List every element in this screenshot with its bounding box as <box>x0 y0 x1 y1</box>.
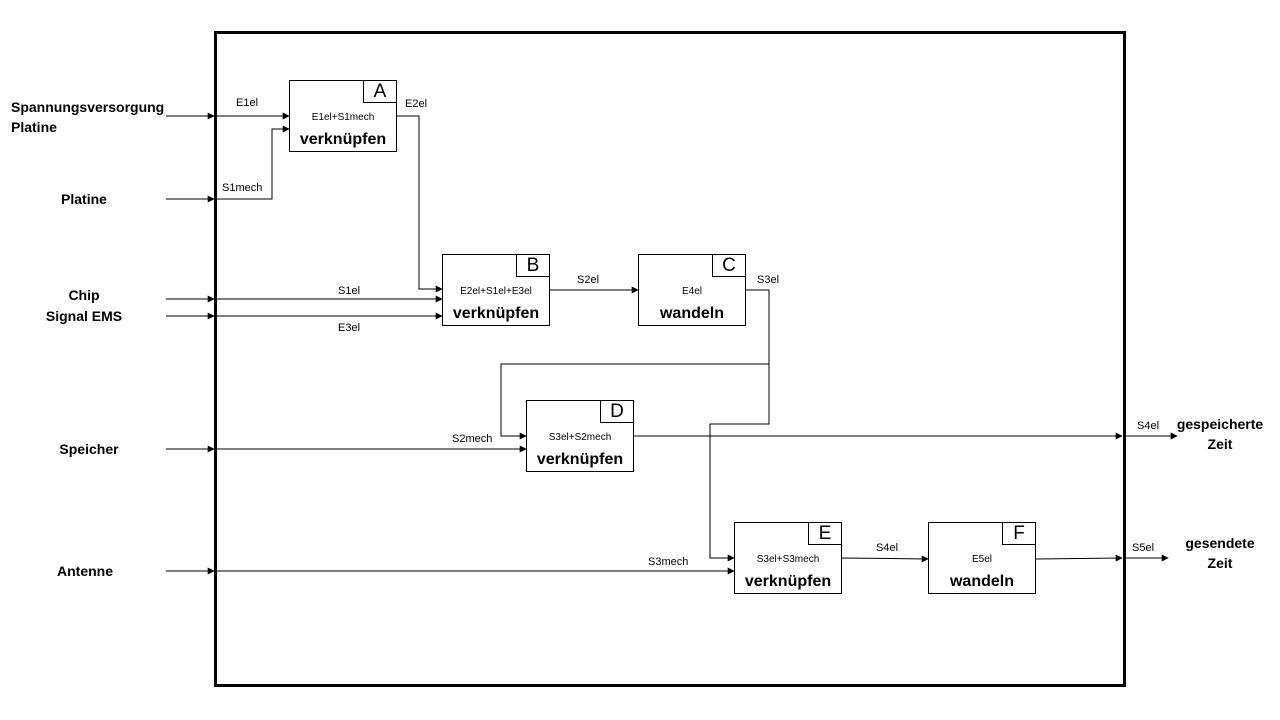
output-label-gespeicherte-zeit: gespeicherte Zeit <box>1170 414 1270 454</box>
flow-line-s5el-out <box>1035 554 1123 562</box>
input-label-signal-ems: Signal EMS <box>45 308 123 324</box>
flow-label-e3el: E3el <box>338 322 361 334</box>
block-inputs: E4el <box>681 286 702 297</box>
block-letter: F <box>1002 523 1035 545</box>
block-letter: D <box>600 401 633 423</box>
function-block-d: D S3el+S2mech verknüpfen <box>526 400 634 472</box>
block-letter: C <box>712 255 745 277</box>
flow-label-e2el: E2el <box>405 98 428 110</box>
flow-label-e1el: E1el <box>236 97 259 109</box>
block-inputs: E2el+S1el+E3el <box>460 286 532 297</box>
input-label-line: Spannungsversorgung <box>11 99 165 115</box>
output-label-gesendete-zeit: gesendete Zeit <box>1170 533 1270 573</box>
output-label-line: gespeicherte <box>1176 416 1264 432</box>
flow-line-e2el <box>397 115 443 293</box>
flow-label-s4el-internal: S4el <box>876 542 899 554</box>
input-label-line: Platine <box>11 119 57 135</box>
system-boundary <box>214 31 1126 687</box>
flow-line-s4el-ef <box>841 555 929 563</box>
flow-label-s3el: S3el <box>757 274 780 286</box>
input-label-antenne: Antenne <box>57 563 113 579</box>
output-label-line: Zeit <box>1207 555 1233 571</box>
flow-label-s1mech: S1mech <box>222 182 263 194</box>
function-block-c: C E4el wandeln <box>638 254 746 326</box>
flow-label-s1el: S1el <box>338 285 361 297</box>
block-letter: E <box>808 523 841 545</box>
flow-line-s3el-e <box>709 364 770 562</box>
flow-line-s3el-d <box>500 289 770 440</box>
block-function: verknüpfen <box>452 305 540 322</box>
block-letter: A <box>363 81 396 103</box>
output-label-line: gesendete <box>1185 535 1255 551</box>
flow-line-s1mech <box>217 125 290 200</box>
block-function: wandeln <box>659 305 724 322</box>
output-label-line: Zeit <box>1207 436 1233 452</box>
block-function: verknüpfen <box>744 573 832 590</box>
block-letter: B <box>516 255 549 277</box>
block-inputs: S3el+S2mech <box>548 432 612 443</box>
block-function: verknüpfen <box>299 131 387 148</box>
flow-label-s3mech: S3mech <box>648 556 689 568</box>
block-inputs: S3el+S3mech <box>756 554 820 565</box>
block-function: wandeln <box>949 573 1014 590</box>
flow-label-s2mech: S2mech <box>452 433 493 445</box>
function-block-a: A E1el+S1mech verknüpfen <box>289 80 397 152</box>
flow-label-s4el-output: S4el <box>1137 420 1160 432</box>
function-block-b: B E2el+S1el+E3el verknüpfen <box>442 254 550 326</box>
input-label-platine: Platine <box>61 191 107 207</box>
block-function: verknüpfen <box>536 451 624 468</box>
flow-label-s5el-output: S5el <box>1132 542 1155 554</box>
input-label-spannungsversorgung: Spannungsversorgung Platine <box>11 97 164 137</box>
function-block-e: E S3el+S3mech verknüpfen <box>734 522 842 594</box>
flow-label-s2el: S2el <box>577 274 600 286</box>
block-inputs: E5el <box>971 554 992 565</box>
input-label-speicher: Speicher <box>59 441 119 457</box>
block-inputs: E1el+S1mech <box>311 112 375 123</box>
input-label-chip: Chip <box>68 287 100 303</box>
function-block-f: F E5el wandeln <box>928 522 1036 594</box>
